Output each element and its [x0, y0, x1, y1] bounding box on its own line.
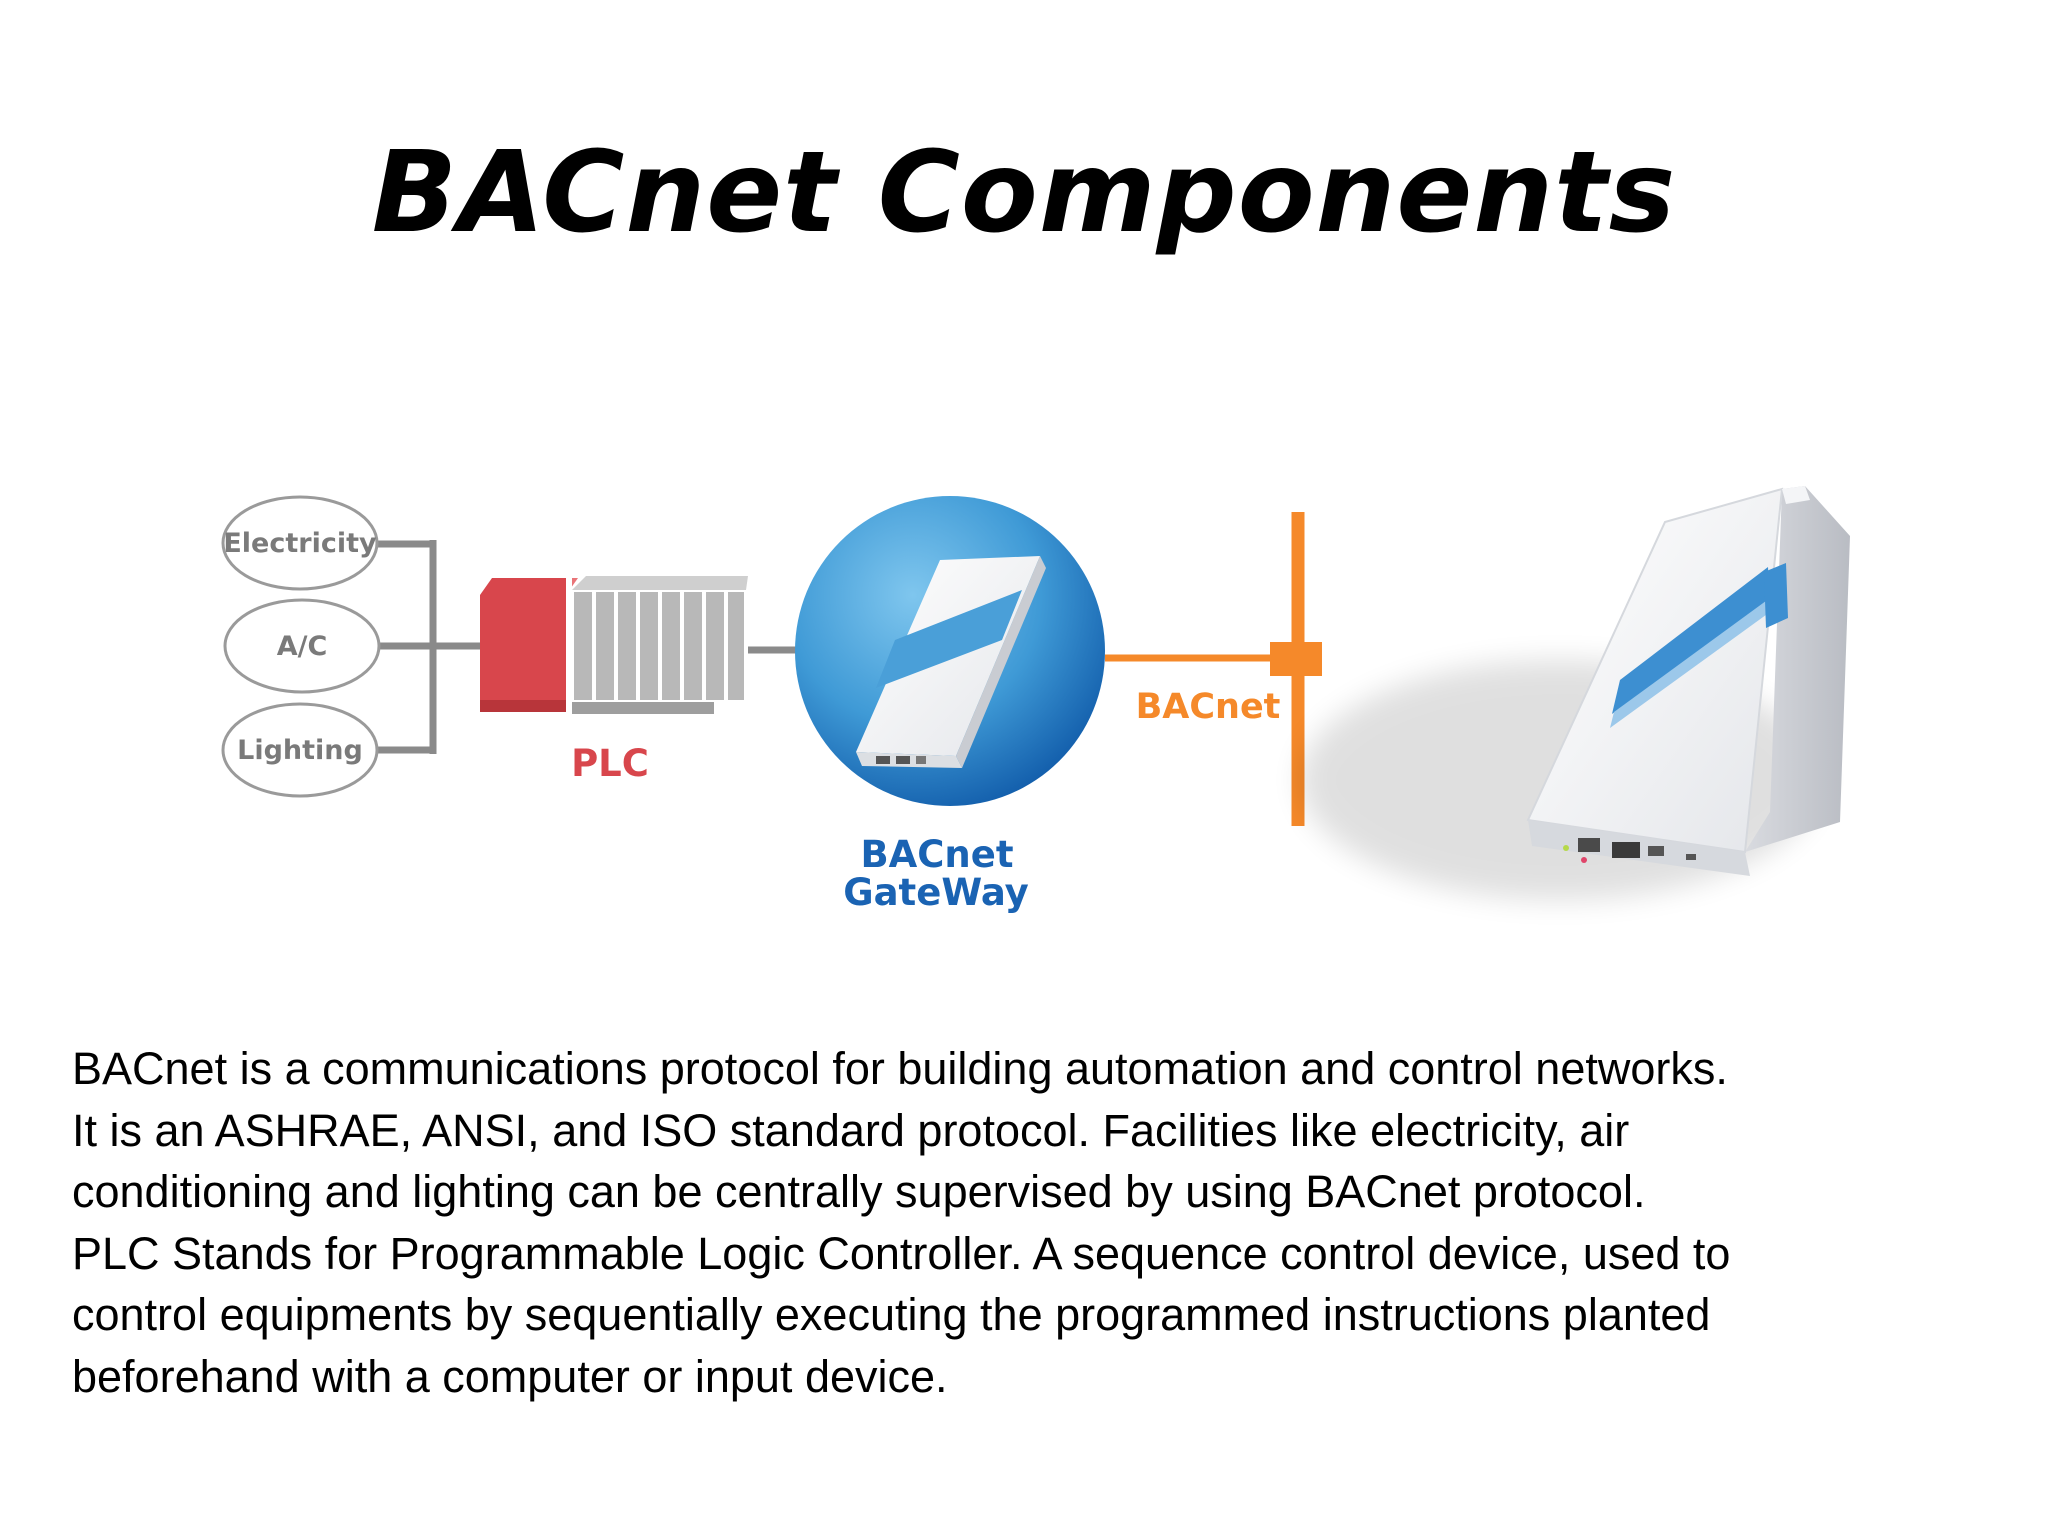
input-connectors [378, 540, 480, 754]
input-label-electricity: Electricity [223, 528, 377, 559]
input-label-lighting: Lighting [237, 735, 363, 766]
description-line: BACnet is a communications protocol for … [72, 1043, 1728, 1094]
input-ac: A/C [223, 598, 381, 694]
gateway-label-line1: BACnet [860, 833, 1013, 876]
description-line: It is an ASHRAE, ANSI, and ISO standard … [72, 1104, 1630, 1156]
description-line: control equipments by sequentially execu… [72, 1289, 1711, 1340]
network-label: BACnet [1136, 687, 1281, 727]
input-lighting: Lighting [221, 702, 379, 798]
description-line: beforehand with a computer or input devi… [72, 1350, 948, 1402]
plc-rack [480, 576, 748, 714]
plc-label: PLC [571, 742, 649, 785]
description-text: BACnet is a communications protocol for … [72, 1038, 2002, 1407]
input-label-ac: A/C [277, 631, 328, 662]
bacnet-network-bus [1105, 512, 1322, 826]
gateway-device-image [1300, 486, 1850, 900]
input-electricity: Electricity [221, 495, 379, 591]
slide-title: BACnet Components [371, 128, 1677, 258]
gateway-label-line2: GateWay [843, 871, 1029, 914]
description-line: PLC Stands for Programmable Logic Contro… [72, 1227, 1731, 1279]
gateway-globe [795, 496, 1105, 806]
description-line: conditioning and lighting can be central… [72, 1166, 1646, 1217]
